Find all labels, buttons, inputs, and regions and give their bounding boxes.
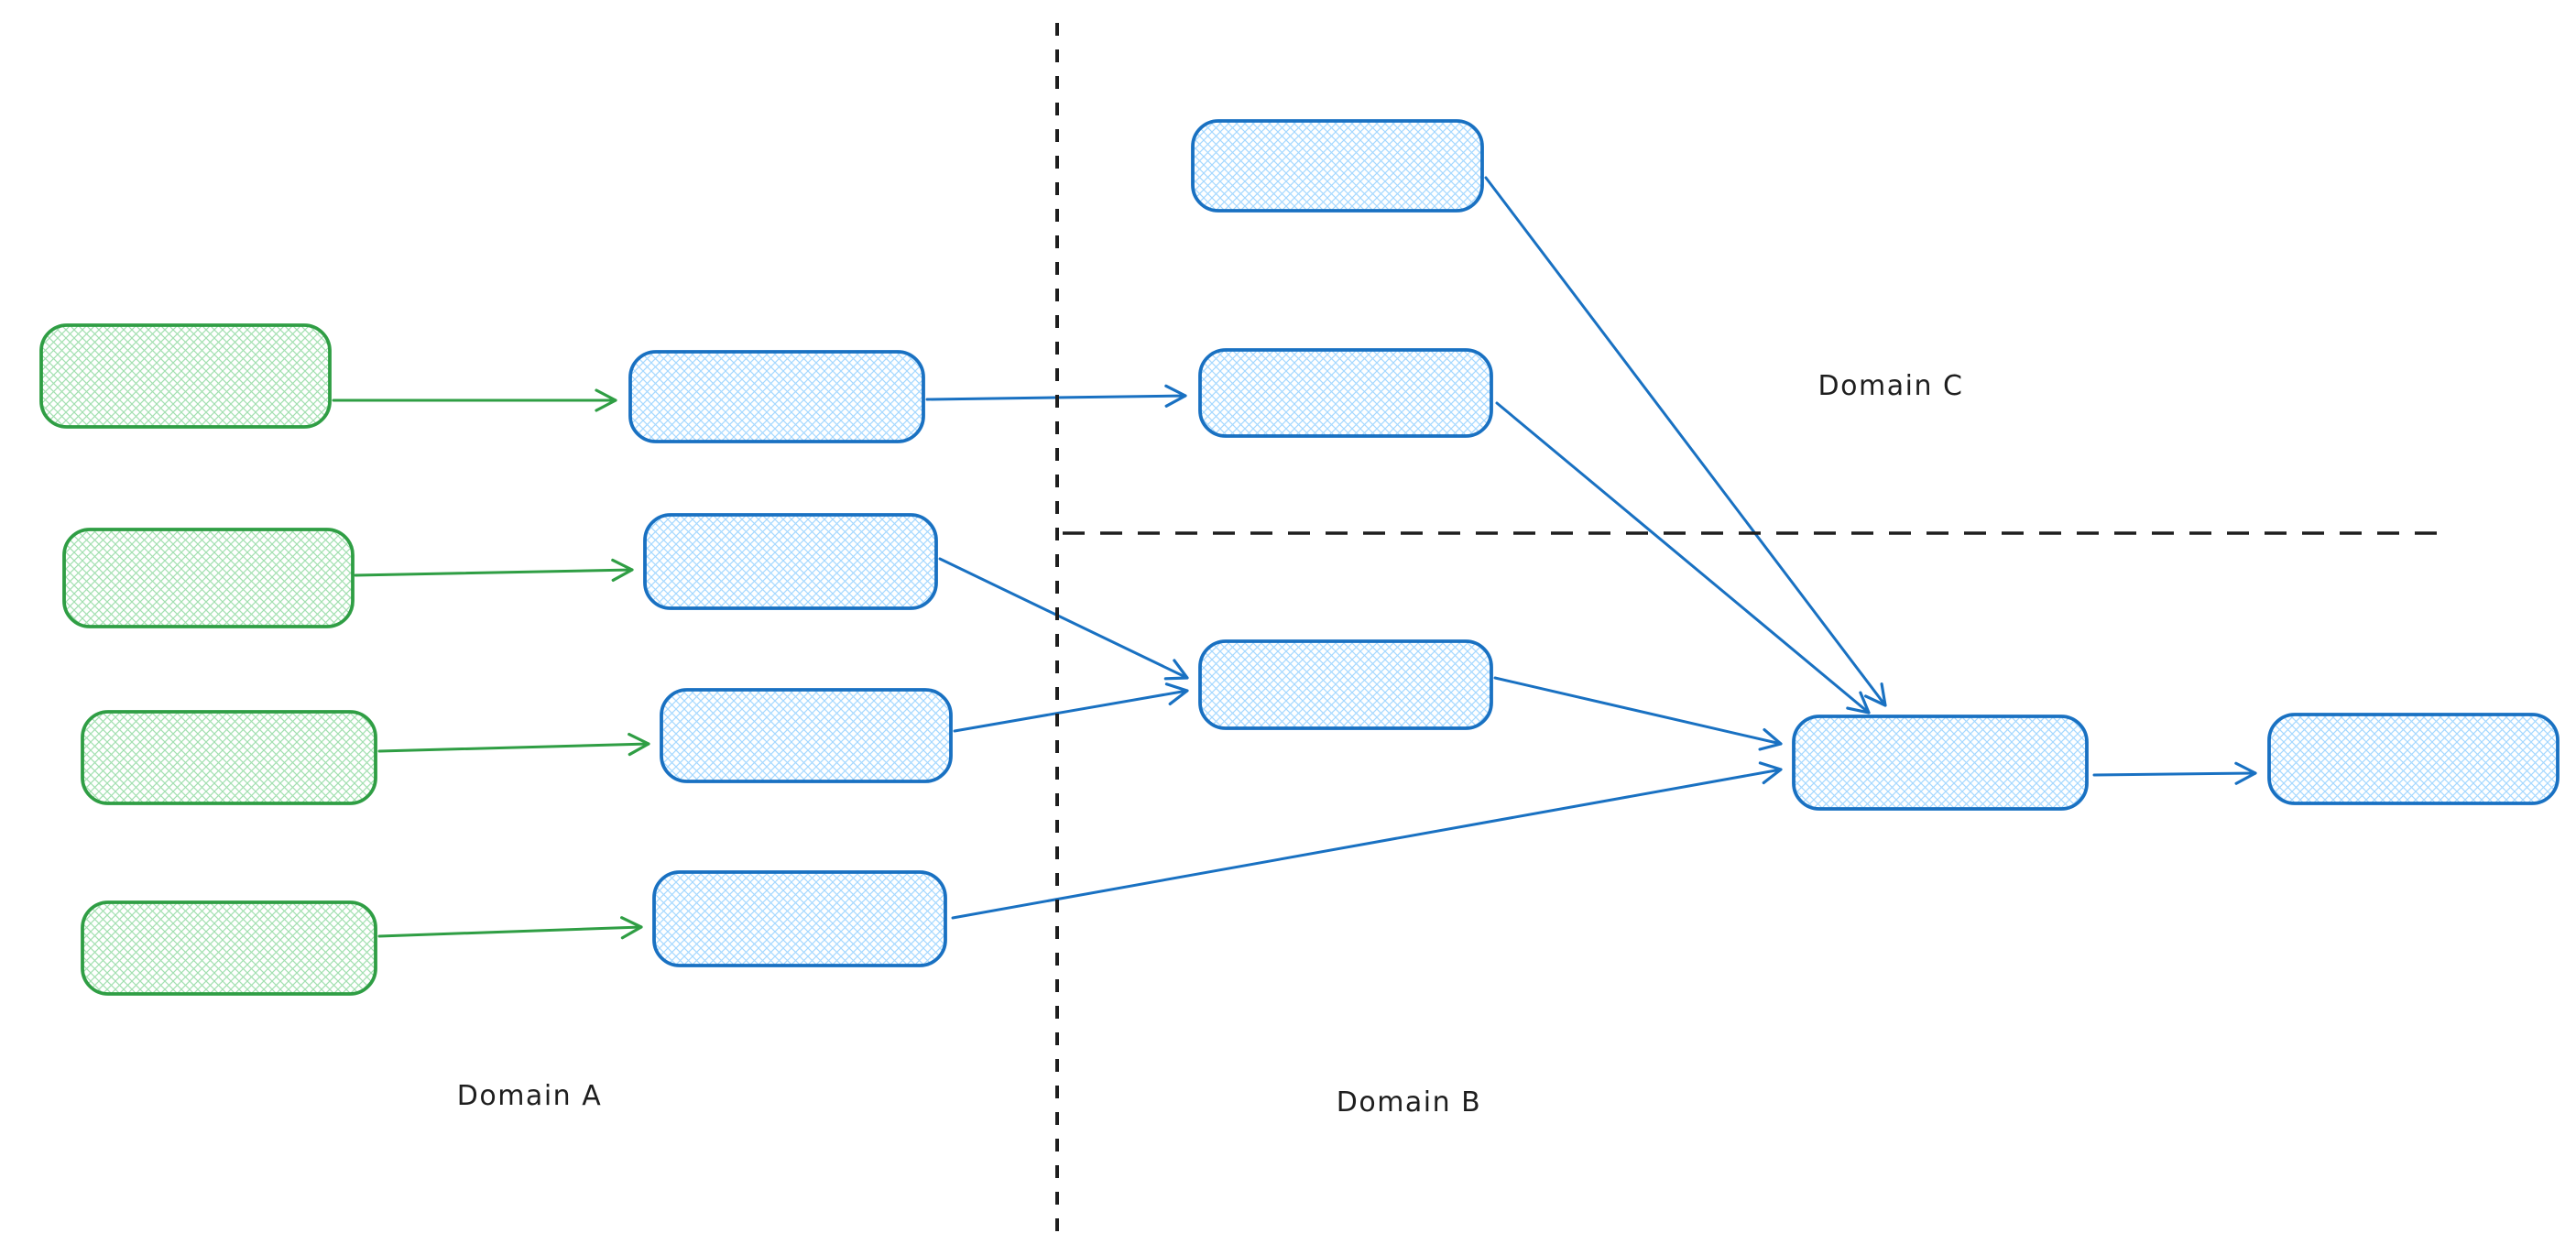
domain-c-node-1 xyxy=(1191,119,1484,213)
domain-a-label: Domain A xyxy=(457,1080,602,1112)
nodes-layer xyxy=(39,119,2560,996)
edge-merge-hub xyxy=(1493,676,1783,751)
domain-a-source-3 xyxy=(81,710,377,805)
edge-hub-output xyxy=(2092,761,2257,785)
domain-c-label: Domain C xyxy=(1818,370,1964,402)
domain-b-hub xyxy=(1792,715,2089,811)
edge-source4-process4 xyxy=(377,916,643,940)
edge-cnode2-hub xyxy=(1495,401,1871,715)
edge-cnode1-hub xyxy=(1484,176,1887,707)
domain-a-process-2 xyxy=(643,513,938,610)
domain-b-merge xyxy=(1198,639,1493,730)
edge-source2-process2 xyxy=(354,558,634,583)
dividers-layer xyxy=(1055,23,2448,1242)
domain-a-process-3 xyxy=(660,688,953,783)
edge-process2-merge xyxy=(938,557,1189,681)
domain-a-source-1 xyxy=(39,323,332,429)
edge-process4-hub xyxy=(951,761,1783,920)
domain-b-label: Domain B xyxy=(1337,1086,1482,1119)
domain-c-node-2 xyxy=(1198,348,1493,438)
domain-a-process-1 xyxy=(628,350,925,443)
domain-b-output xyxy=(2267,713,2560,805)
edges-layer xyxy=(332,176,2257,940)
edge-process3-merge xyxy=(953,682,1189,733)
domain-a-process-4 xyxy=(652,870,947,967)
labels-layer: Domain A Domain B Domain C xyxy=(457,370,1964,1119)
domain-a-source-2 xyxy=(62,528,355,628)
edge-source3-process3 xyxy=(377,732,650,757)
domain-a-source-4 xyxy=(81,900,377,996)
